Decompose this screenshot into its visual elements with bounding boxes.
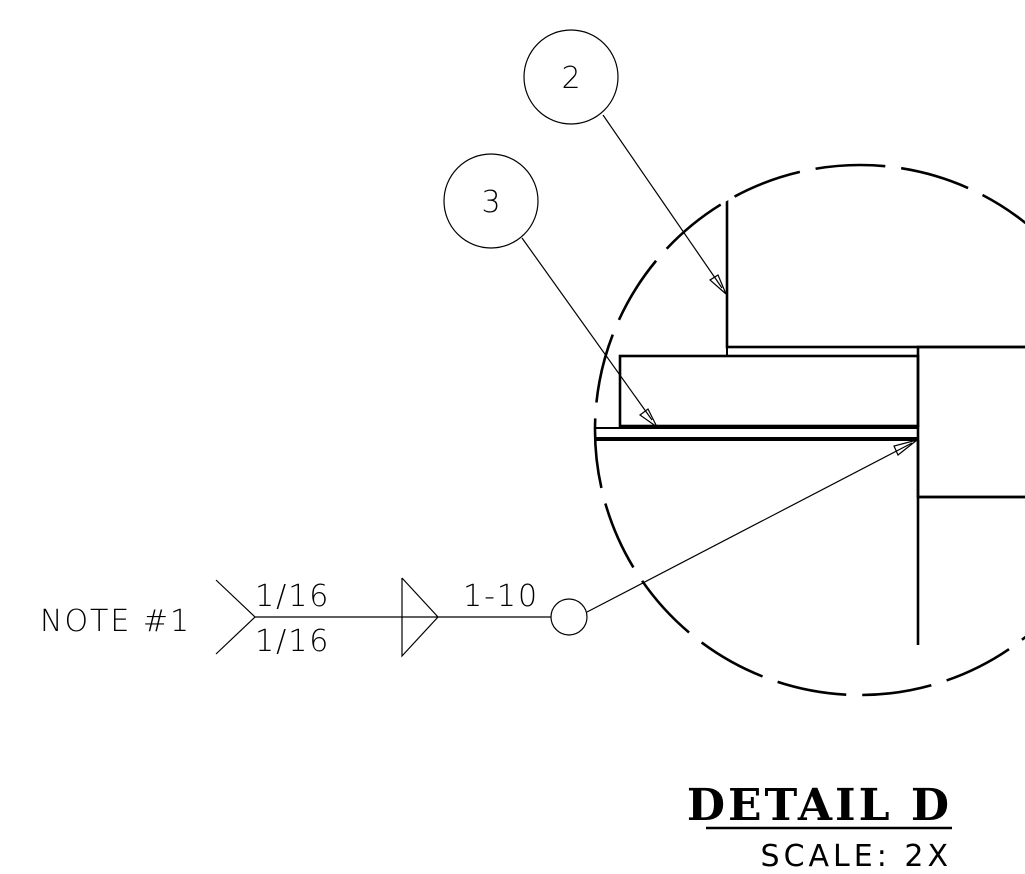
fillet-weld-symbol xyxy=(401,577,439,658)
part-3-shim xyxy=(595,427,919,439)
section-parts xyxy=(595,165,1025,645)
weld-all-around-icon xyxy=(550,598,588,636)
detail-title-block: DETAIL D SCALE: 2X xyxy=(687,780,952,874)
plate xyxy=(618,354,920,428)
callout-3-arrowhead xyxy=(638,408,658,428)
weld-arrow-side-size: 1/16 xyxy=(255,579,330,614)
callout-3-balloon xyxy=(443,153,539,249)
callout-3-label: 3 xyxy=(481,185,500,220)
weld-symbol: NOTE #1 1/16 1/16 1-10 xyxy=(40,439,918,659)
callout-2: 2 xyxy=(523,29,727,295)
callout-2-arrowhead xyxy=(708,274,727,295)
detail-scale: SCALE: 2X xyxy=(761,839,952,874)
weld-tail-lower xyxy=(215,616,256,655)
callout-2-label: 2 xyxy=(561,61,580,96)
weld-arrowhead xyxy=(893,439,918,456)
detail-title: DETAIL D xyxy=(687,780,952,831)
weld-other-side-size: 1/16 xyxy=(255,624,330,659)
gap-strip xyxy=(726,346,919,357)
weld-tail-upper xyxy=(215,579,256,618)
callout-2-balloon xyxy=(523,29,619,125)
callout-2-leader xyxy=(602,114,723,289)
weld-length-pitch: 1-10 xyxy=(463,579,539,614)
callout-3-leader xyxy=(521,237,653,421)
detail-boundary-circle xyxy=(593,163,1025,697)
weld-arrow-leader xyxy=(586,442,913,613)
weld-note-label: NOTE #1 xyxy=(40,604,191,639)
part-2-flange xyxy=(916,345,1025,499)
callout-3: 3 xyxy=(443,153,658,428)
